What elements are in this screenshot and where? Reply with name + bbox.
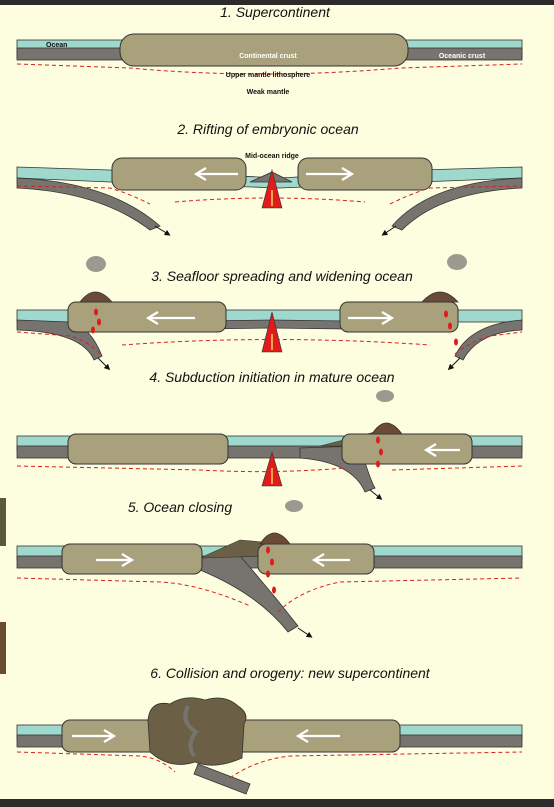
stage-5-lithosphere-boundary bbox=[16, 577, 523, 613]
stage-6-left-motion-arrow bbox=[72, 729, 117, 743]
stage-5-left-motion-arrow bbox=[96, 553, 135, 567]
stage-6-lithosphere-boundary bbox=[16, 751, 523, 779]
stage-6-collision-orogeny: 6. Collision and orogeny: new superconti… bbox=[16, 665, 523, 795]
stage-4-smoke bbox=[376, 390, 394, 402]
stage-1-ocean-label: Ocean bbox=[46, 42, 67, 49]
stage-4-motion-arrow bbox=[423, 443, 460, 457]
top-frame-bar bbox=[0, 0, 554, 5]
stage-3-left-magma-drops bbox=[91, 308, 101, 334]
stage-5-volcano bbox=[259, 532, 291, 545]
stage-1-continental-crust-label: Continental crust bbox=[239, 53, 297, 60]
stage-2-right-motion-arrow bbox=[306, 167, 355, 181]
stage-5-title: 5. Ocean closing bbox=[128, 499, 232, 515]
stage-1-weak-mantle-label: Weak mantle bbox=[247, 89, 290, 96]
stage-3-right-motion-arrow bbox=[348, 311, 395, 325]
stage-5-magma-drops bbox=[266, 546, 276, 594]
stage-4-lithosphere-boundary bbox=[16, 465, 523, 473]
stage-6-right-motion-arrow bbox=[295, 729, 340, 743]
stage-2-left-sink-arrow bbox=[154, 225, 171, 236]
stage-5-sink-arrow bbox=[297, 627, 313, 638]
stage-4-magma-drops bbox=[376, 436, 383, 468]
stage-6-title: 6. Collision and orogeny: new superconti… bbox=[150, 665, 431, 681]
stage-2-left-motion-arrow bbox=[193, 167, 238, 181]
stage-3-right-slab bbox=[454, 319, 523, 361]
bottom-frame-bar bbox=[0, 799, 554, 807]
stage-1-title: 1. Supercontinent bbox=[220, 4, 331, 20]
stage-4-sink-arrow bbox=[369, 489, 383, 500]
stage-2-lithosphere-boundary bbox=[16, 185, 523, 205]
stage-3-right-magma-drops bbox=[444, 310, 458, 346]
stage-3-left-sink-arrow bbox=[97, 357, 111, 371]
stage-4-left-continent bbox=[67, 433, 229, 465]
stage-3-right-volcano bbox=[421, 291, 459, 303]
side-tab-upper bbox=[0, 498, 6, 546]
stage-4-subduction-initiation: 4. Subduction initiation in mature ocean bbox=[16, 369, 523, 500]
stage-1-oceanic-crust-label: Oceanic crust bbox=[439, 53, 486, 60]
stage-3-right-smoke bbox=[447, 254, 467, 270]
stage-2-title: 2. Rifting of embryonic ocean bbox=[176, 121, 359, 137]
stage-2-ridge-magma bbox=[261, 168, 283, 209]
stage-5-right-motion-arrow bbox=[311, 553, 350, 567]
stage-3-left-continent bbox=[67, 301, 227, 333]
stage-2-right-sink-arrow bbox=[381, 225, 397, 236]
stage-2-ridge-label: Mid-ocean ridge bbox=[245, 153, 299, 160]
stage-1-upper-mantle-label: Upper mantle lithosphere bbox=[226, 72, 311, 79]
stage-1-lithosphere-boundary bbox=[16, 63, 523, 75]
stage-4-right-continent bbox=[341, 433, 473, 465]
stage-1-supercontinent: 1. Supercontinent Ocean Continental crus… bbox=[16, 4, 523, 96]
stage-6-detached-slab bbox=[193, 763, 251, 795]
stage-3-ridge-magma bbox=[261, 311, 283, 353]
stage-3-lithosphere-boundary bbox=[16, 331, 523, 355]
stage-5-subducting-slab bbox=[199, 555, 299, 633]
stage-3-title: 3. Seafloor spreading and widening ocean bbox=[151, 268, 413, 284]
stage-5-smoke bbox=[285, 500, 303, 512]
stage-4-title: 4. Subduction initiation in mature ocean bbox=[149, 369, 394, 385]
stage-2-rifting: 2. Rifting of embryonic ocean Mid-ocean … bbox=[16, 121, 523, 236]
stage-3-left-motion-arrow bbox=[145, 311, 195, 325]
stage-2-left-slab bbox=[16, 177, 161, 231]
stage-5-ocean-closing: 5. Ocean closing bbox=[16, 499, 523, 638]
stage-3-left-smoke bbox=[86, 256, 106, 272]
stage-2-right-slab bbox=[391, 177, 523, 231]
stage-3-right-sink-arrow bbox=[447, 357, 461, 371]
stage-3-seafloor-spreading: 3. Seafloor spreading and widening ocean bbox=[16, 254, 523, 371]
stage-4-volcano bbox=[371, 422, 403, 435]
stage-6-suture-zone bbox=[183, 705, 200, 758]
stage-1-continental-crust bbox=[119, 33, 409, 67]
stage-2-right-continent bbox=[297, 157, 433, 191]
side-tab-lower bbox=[0, 622, 6, 674]
stage-2-left-continent bbox=[111, 157, 247, 191]
stage-3-right-continent bbox=[339, 301, 459, 333]
stage-3-left-volcano bbox=[79, 291, 113, 303]
